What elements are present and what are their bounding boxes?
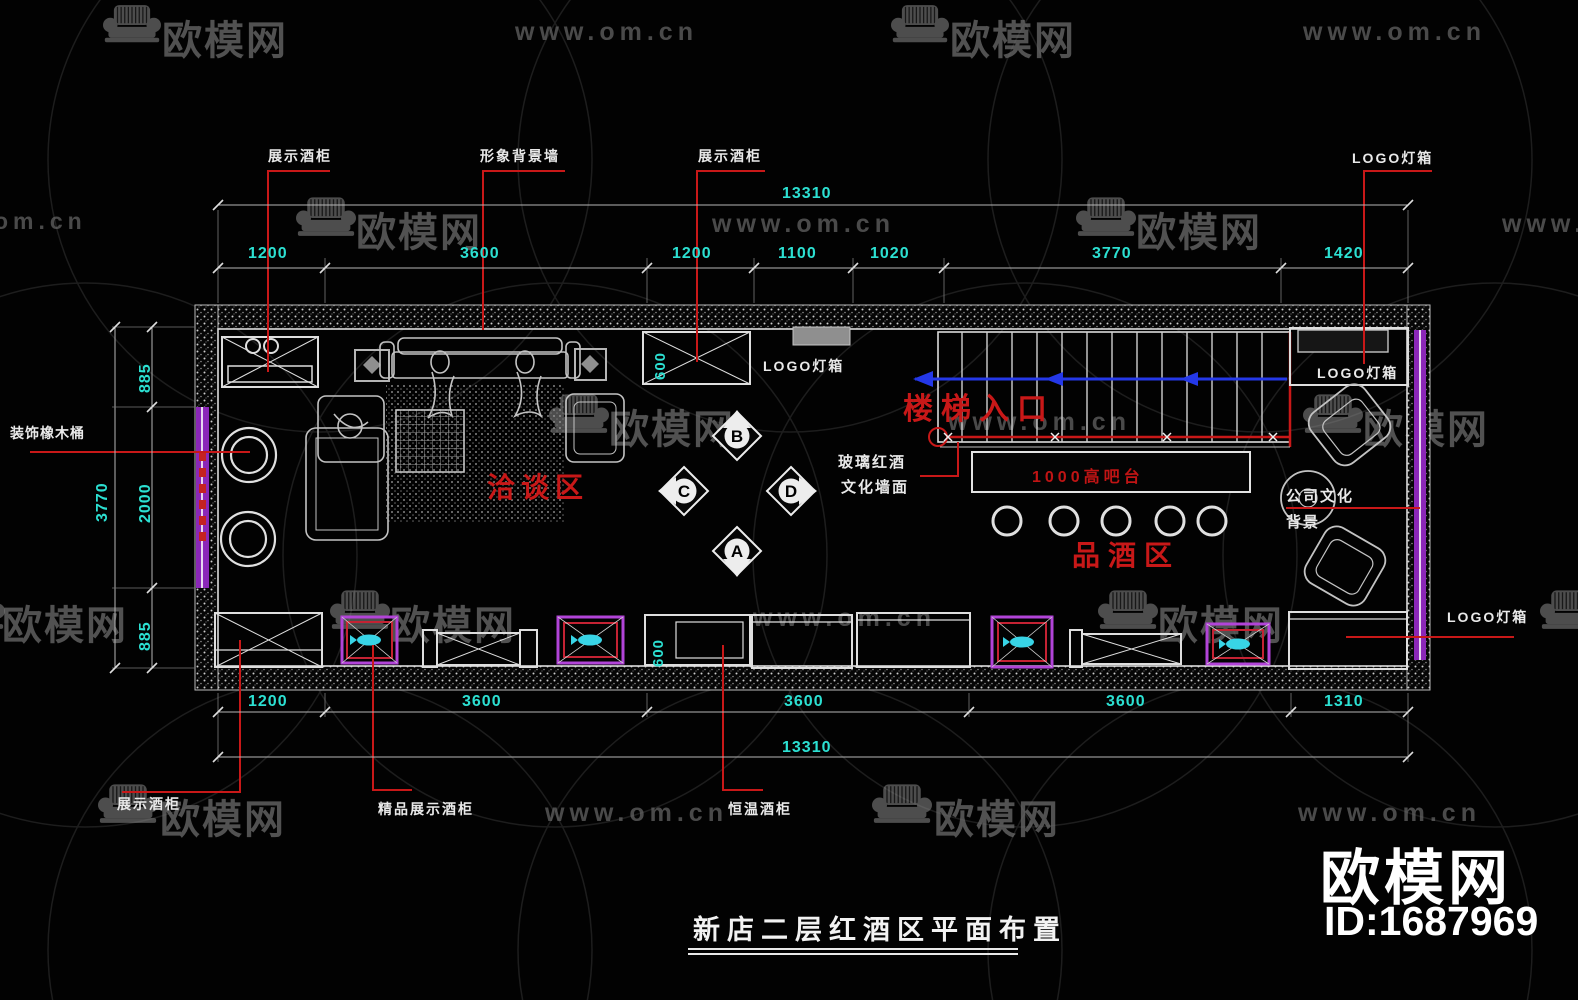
watermark-brand: 欧模网: [934, 798, 1060, 842]
dim-left-seg: 885: [137, 363, 154, 393]
dim-bottom-seg: 3600: [784, 693, 824, 710]
watermark-brand: 欧模网: [950, 19, 1076, 63]
dim-bottom-total: 13310: [782, 739, 832, 756]
label-logo-lightbox-bottomright: LOGO灯箱: [1447, 609, 1529, 625]
watermark-url: www.om.cn: [712, 210, 895, 238]
label-glass-wine-wall-line1: 玻璃红酒: [838, 454, 907, 471]
label-stair-entrance: 楼梯入口: [903, 393, 1055, 426]
watermark-brand: 欧模网: [609, 408, 735, 452]
site-logo: 欧模网: [1320, 845, 1512, 912]
svg-text:C: C: [678, 482, 690, 501]
right-wine-display-strip: [1414, 330, 1426, 660]
bottom-cabinets: [214, 611, 1408, 670]
dim-left-seg: 885: [137, 621, 154, 651]
title-underline: [688, 948, 1018, 955]
watermark-url: www.om.cn: [1303, 18, 1486, 46]
dim-left-total: 3770: [94, 482, 111, 522]
label-display-cabinet-top2: 展示酒柜: [698, 148, 762, 164]
svg-text:A: A: [731, 542, 743, 561]
display-cabinet-topleft: [221, 336, 319, 388]
site-logo-id: ID:1687969: [1324, 898, 1539, 944]
watermark-url: www.om.cn: [753, 604, 936, 632]
watermark-brand: 欧模网: [390, 604, 516, 648]
dim-top-seg: 3600: [460, 245, 500, 262]
dim-top-seg: 1020: [870, 245, 910, 262]
dim-top-seg: 1200: [248, 245, 288, 262]
dim-left-seg: 2000: [137, 483, 154, 523]
dim-top-seg: 1100: [778, 245, 817, 262]
dim-cabinet-depth-bottom: 600: [650, 638, 667, 667]
watermark-brand: 欧模网: [356, 211, 482, 255]
dim-bottom-seg: 3600: [1106, 693, 1146, 710]
view-marker-b: B: [711, 410, 763, 462]
leader-lines: [30, 170, 1514, 793]
label-tasting-area: 品酒区: [1072, 540, 1181, 571]
label-logo-lightbox-inside-right: LOGO灯箱: [1317, 365, 1399, 381]
label-thermostatic-wine-cabinet: 恒温酒柜: [728, 801, 792, 817]
dim-top-seg: 3770: [1092, 245, 1132, 262]
oak-barrels: [219, 426, 278, 568]
watermark-url: www.om.cn: [545, 799, 728, 827]
watermark-url: www.om.cn: [515, 18, 698, 46]
right-lounge: [1280, 327, 1409, 607]
watermark-url-short: om.cn: [0, 208, 87, 234]
left-wine-display-strip: [196, 407, 209, 588]
label-logo-lightbox-inside-top: LOGO灯箱: [763, 358, 845, 374]
stair-direction-arrow: [913, 371, 1287, 387]
watermark-url-partial: www.: [1502, 210, 1578, 238]
svg-text:D: D: [785, 482, 797, 501]
label-display-cabinet-bottom: 展示酒柜: [117, 796, 181, 812]
bar-counter: [971, 451, 1251, 493]
downlight-squares: [354, 348, 607, 382]
walls: [194, 304, 1431, 691]
dim-cabinet-depth-top: 600: [652, 351, 669, 380]
label-company-culture-line1: 公司文化: [1286, 488, 1355, 505]
view-marker-c: C: [658, 465, 710, 517]
boutique-display-boxes: [340, 615, 1271, 669]
dim-bottom-seg: 1200: [248, 693, 288, 710]
bar-stools: [991, 505, 1228, 537]
label-company-culture-line2: 背景: [1286, 514, 1321, 531]
watermark-url: www.om.cn: [1298, 799, 1481, 827]
label-boutique-display-cabinet: 精品展示酒柜: [378, 801, 474, 817]
dim-top-total: 13310: [782, 185, 832, 202]
view-marker-a: A: [711, 525, 763, 577]
label-decorative-oak-barrel: 装饰橡木桶: [10, 425, 85, 441]
drawing-title: 新店二层红酒区平面布置: [693, 915, 1067, 945]
dim-top-seg: 1420: [1324, 245, 1364, 262]
label-bar-counter: 1000高吧台: [1032, 469, 1144, 486]
wall-niche: [792, 326, 851, 346]
svg-text:B: B: [731, 427, 743, 446]
watermark-brand: 欧模网: [160, 798, 286, 842]
dimension-lines: [109, 199, 1414, 763]
dim-top-seg: 1200: [672, 245, 712, 262]
label-negotiation-area: 洽谈区: [487, 472, 590, 503]
label-logo-lightbox-topright: LOGO灯箱: [1352, 150, 1434, 166]
sofa-group: [305, 337, 625, 541]
label-display-cabinet-top1: 展示酒柜: [268, 148, 332, 164]
view-marker-d: D: [765, 465, 817, 517]
watermark-brand: 欧模网: [162, 19, 288, 63]
label-glass-wine-wall-line2: 文化墙面: [841, 479, 910, 496]
dim-bottom-seg: 3600: [462, 693, 502, 710]
label-image-background-wall: 形象背景墙: [480, 148, 560, 164]
watermark-brand: 欧模网: [2, 604, 128, 648]
dim-bottom-seg: 1310: [1324, 693, 1364, 710]
watermark-brand: 欧模网: [1136, 211, 1262, 255]
